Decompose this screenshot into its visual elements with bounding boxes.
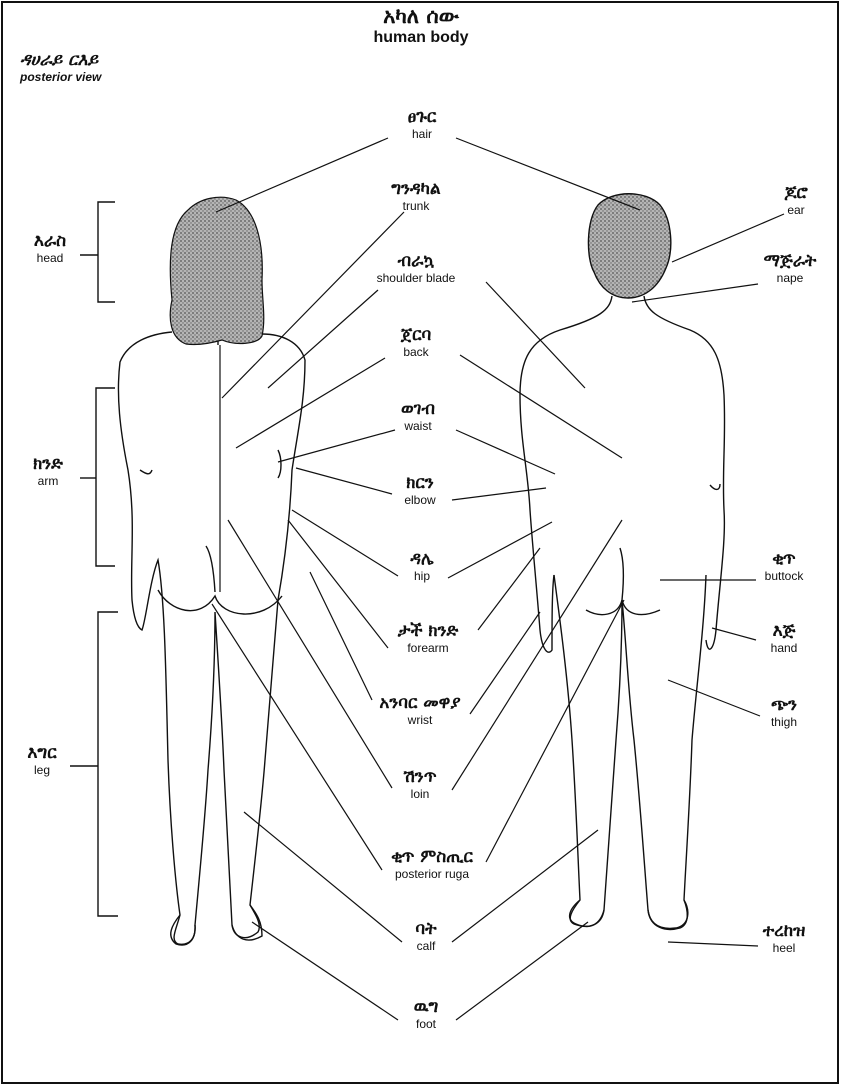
- label-loin: ሽንጥ loin: [403, 768, 436, 801]
- title-english: human body: [373, 29, 468, 47]
- label-buttock: ቂጥ buttock: [765, 550, 804, 583]
- label-back: ጀርባ back: [401, 326, 432, 359]
- page-title: አካለ ሰው human body: [365, 4, 476, 47]
- subtitle-amharic: ዳሀራይ ርእይ: [20, 50, 101, 70]
- label-hair: ፀጉር hair: [408, 108, 437, 141]
- subtitle-english: posterior view: [20, 70, 101, 84]
- label-elbow: ክርን elbow: [404, 474, 435, 507]
- label-trunk: ግንዳካል trunk: [391, 180, 440, 213]
- label-calf: ባት calf: [415, 920, 436, 953]
- label-head: እራስ head: [34, 232, 66, 265]
- label-hand: እጅ hand: [771, 622, 798, 655]
- label-foot: ዉግ foot: [414, 998, 439, 1031]
- label-arm: ክንድ arm: [33, 455, 63, 488]
- label-hip: ዳሌ hip: [410, 550, 433, 583]
- label-ear: ጆሮ ear: [784, 184, 808, 217]
- label-thigh: ጭን thigh: [771, 696, 797, 729]
- label-wrist: አንባር መዋያ wrist: [379, 694, 460, 727]
- brackets: [70, 202, 118, 916]
- label-waist: ወገብ waist: [401, 400, 435, 433]
- label-nape: ማጅራት nape: [764, 252, 817, 285]
- male-figure: [520, 194, 725, 930]
- female-figure: [118, 197, 305, 945]
- page-subtitle: ዳሀራይ ርእይ posterior view: [20, 50, 101, 84]
- label-leg: እግር leg: [27, 744, 56, 777]
- label-heel: ተረከዝ heel: [763, 922, 806, 955]
- label-posterior-ruga: ቂጥ ምስጢር posterior ruga: [391, 848, 473, 881]
- label-shoulder-blade: ብራኳ shoulder blade: [377, 252, 456, 285]
- title-amharic: አካለ ሰው: [373, 4, 468, 29]
- label-forearm: ታች ክንድ forearm: [398, 622, 459, 655]
- leader-lines: [212, 138, 784, 1020]
